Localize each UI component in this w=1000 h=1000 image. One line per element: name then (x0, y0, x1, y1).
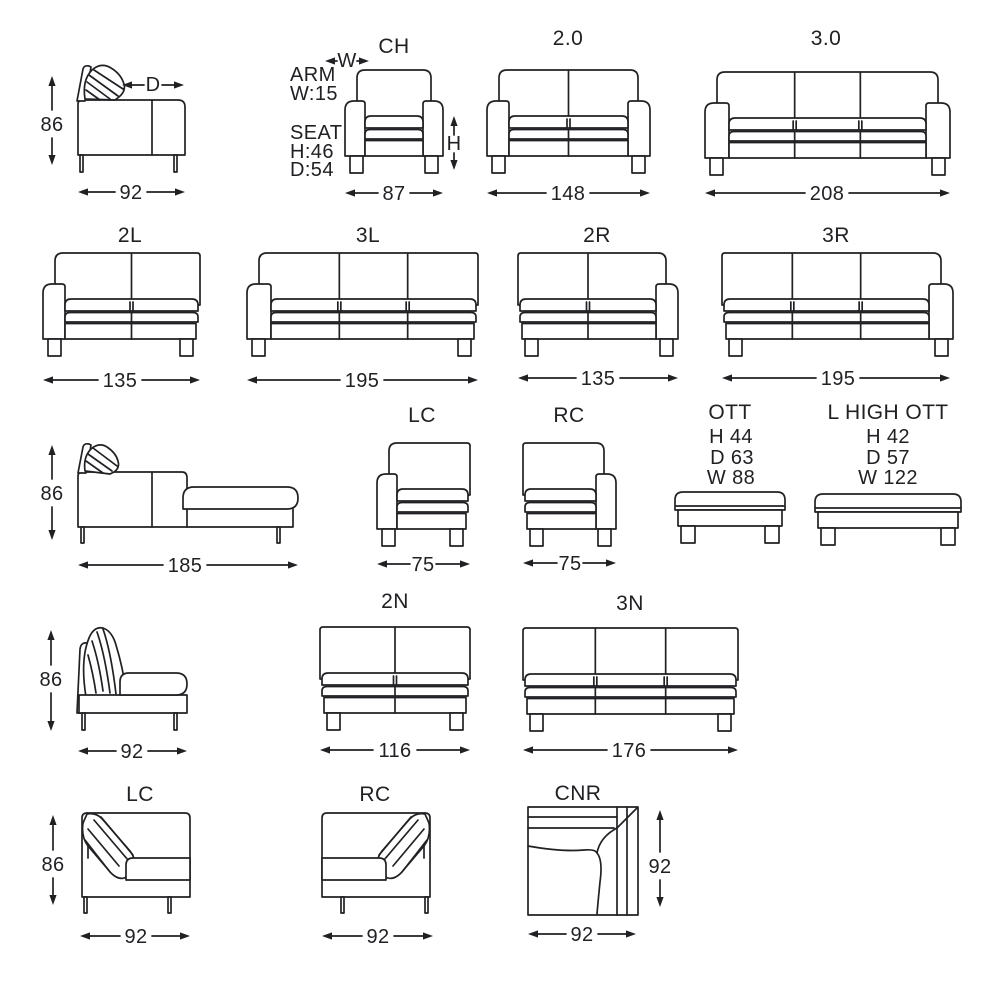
module-code-2r: 2R (583, 224, 611, 247)
height-dim-label: 86 (40, 114, 63, 136)
module-code-l-high-ott: L HIGH OTT (827, 401, 948, 424)
seat-note-line1: SEAT (290, 122, 342, 144)
depth-arrow-label: D (146, 74, 161, 96)
seat-height-arrow-label: H (447, 133, 462, 155)
module-code-3-0: 3.0 (811, 27, 841, 50)
module-code-3r: 3R (822, 224, 850, 247)
ott-spec-depth: D 63 (710, 447, 754, 469)
l-high-ott-spec-width: W 122 (858, 467, 918, 489)
module-code-2-0: 2.0 (553, 27, 583, 50)
width-dim-label: 148 (551, 183, 586, 205)
width-dim-label: 185 (168, 555, 203, 577)
figure-armless-profile (47, 626, 188, 755)
width-dim-label: 75 (411, 554, 434, 576)
figure-l-high-ottoman (814, 493, 962, 546)
figure-cnr-top-view (527, 806, 664, 938)
figure-3r-sofa (721, 252, 954, 382)
figure-3l-sofa (246, 252, 479, 384)
width-dim-label: 87 (382, 183, 405, 205)
figure-chaise-profile (48, 442, 299, 569)
width-dim-label: 75 (558, 553, 581, 575)
arm-note-line2: W:15 (290, 83, 338, 105)
module-code-3l: 3L (356, 224, 380, 247)
seat-note-line3: D:54 (290, 159, 334, 181)
figure-side-profile (48, 64, 186, 196)
l-high-ott-spec-height: H 42 (866, 426, 910, 448)
figure-lc-chair (376, 442, 471, 568)
width-dim-label: 92 (124, 926, 147, 948)
width-dim-label: 116 (378, 740, 411, 762)
width-dim-label: 135 (103, 370, 138, 392)
figure-2l-sofa (42, 252, 201, 384)
figure-lc-corner (49, 812, 191, 940)
module-code-rc-corner: RC (359, 783, 390, 806)
height-dim-label: 86 (39, 669, 62, 691)
width-dim-label: 195 (345, 370, 380, 392)
figure-rc-chair (522, 442, 617, 567)
width-dim-label: 92 (120, 741, 143, 763)
ott-spec-height: H 44 (709, 426, 753, 448)
module-code-rc: RC (553, 404, 584, 427)
height-dim-label: 86 (41, 854, 64, 876)
figure-ottoman (674, 491, 786, 544)
module-code-2l: 2L (118, 224, 142, 247)
width-dim-label: 92 (570, 924, 593, 946)
width-dim-label: 135 (581, 368, 616, 390)
figure-2-0-sofa (486, 69, 651, 197)
arm-width-arrow-label: W (337, 50, 356, 72)
figure-rc-corner-dims (322, 932, 433, 940)
module-code-ch: CH (378, 35, 409, 58)
module-code-cnr: CNR (555, 782, 602, 805)
figure-2n-sofa (319, 626, 471, 754)
figure-3-0-sofa (704, 71, 951, 197)
arm-note-line1: ARM (290, 64, 336, 86)
module-code-ott: OTT (708, 401, 751, 424)
seat-note-line2: H:46 (290, 141, 334, 163)
figure-3n-sofa (522, 627, 739, 754)
module-code-lc-corner: LC (126, 783, 154, 806)
width-dim-label: 195 (821, 368, 856, 390)
width-dim-label: 176 (612, 740, 647, 762)
figure-ch-chair (325, 57, 458, 197)
height-dim-label: 86 (40, 483, 63, 505)
width-dim-label: 92 (119, 182, 142, 204)
width-dim-label: 208 (810, 183, 845, 205)
figure-rc-corner (321, 812, 431, 914)
depth-dim-label: 92 (648, 856, 671, 878)
l-high-ott-spec-depth: D 57 (866, 447, 910, 469)
ott-spec-width: W 88 (707, 467, 755, 489)
module-code-2n: 2N (381, 590, 409, 613)
width-dim-label: 92 (366, 926, 389, 948)
figure-2r-sofa (517, 252, 679, 382)
module-code-lc: LC (408, 404, 436, 427)
module-code-3n: 3N (616, 592, 644, 615)
